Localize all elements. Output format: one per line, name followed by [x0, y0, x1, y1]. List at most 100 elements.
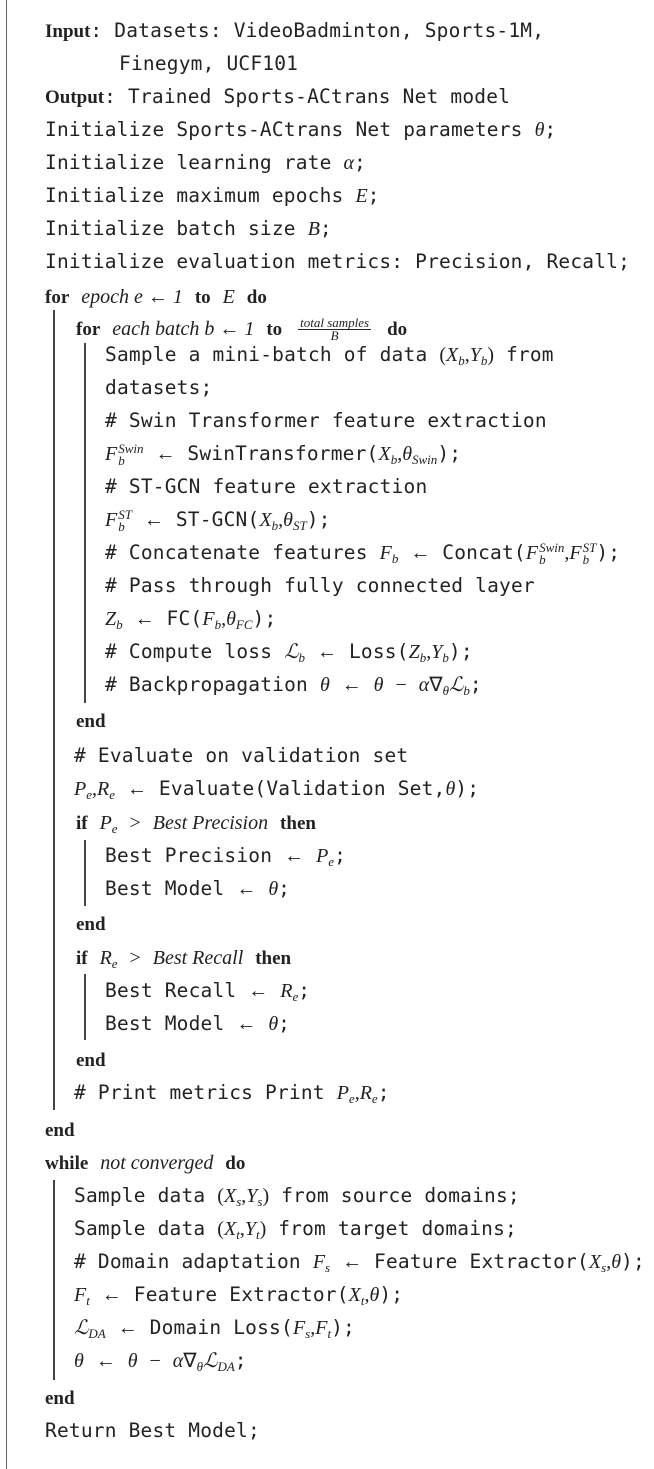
- stgcn-comment: # ST-GCN feature extraction: [105, 475, 428, 498]
- if-recall-line: if Re > Best Recall then: [76, 947, 292, 971]
- best-precision-text: Best Precision: [105, 844, 273, 867]
- eval-comment: # Evaluate on validation set: [74, 744, 409, 767]
- for-keyword-inner: for: [76, 319, 101, 340]
- best-model-line-2: Best Model ← θ;: [105, 1012, 291, 1035]
- fc-comment: # Pass through fully connected layer: [105, 574, 535, 597]
- sample-source-tail: from source domains;: [281, 1184, 520, 1207]
- init-metrics-line: Initialize evaluation metrics: Precision…: [45, 245, 630, 278]
- eval-comment-line: # Evaluate on validation set: [74, 739, 408, 772]
- if-keyword-2: if: [76, 948, 88, 969]
- sample-batch-line: Sample a mini-batch of data (Xb,Yb) from: [105, 343, 554, 368]
- fraction-numerator: total samples: [298, 315, 372, 330]
- sample-batch-line-continued: datasets;: [105, 371, 212, 404]
- then-keyword: then: [280, 813, 316, 834]
- end-for-epoch-line: end: [45, 1113, 75, 1146]
- sample-batch-text: Sample a mini-batch of data: [105, 343, 428, 366]
- for-batch-condition: each batch b ← 1: [112, 318, 255, 340]
- concat-call: Concat(: [442, 541, 526, 564]
- if-keyword: if: [76, 813, 88, 834]
- theta-update-line: θ ← θ − α∇θℒDA;: [74, 1349, 247, 1374]
- do-keyword-inner: do: [387, 319, 408, 340]
- swin-comment-line: # Swin Transformer feature extraction: [105, 404, 547, 437]
- sample-target-tail: from target domains;: [278, 1217, 517, 1240]
- loss-call: Loss(: [348, 640, 409, 663]
- best-precision-condition: Best Precision: [152, 812, 269, 834]
- to-keyword-inner: to: [266, 319, 283, 340]
- init-params-text: Initialize Sports-ACtrans Net parameters: [45, 118, 523, 141]
- for-epoch-condition: epoch e ← 1: [81, 286, 183, 308]
- best-recall-text: Best Recall: [105, 979, 237, 1002]
- best-model-text-1: Best Model: [105, 877, 225, 900]
- init-batch-line: Initialize batch size B;: [45, 217, 332, 240]
- fc-call: FC(: [166, 607, 203, 630]
- end-if-precision-line: end: [76, 907, 106, 940]
- input-text: : Datasets: VideoBadminton, Sports-1M,: [90, 19, 545, 42]
- output-text: : Trained Sports-ACtrans Net model: [104, 85, 511, 108]
- output-keyword: Output: [45, 87, 105, 108]
- fc-comment-line: # Pass through fully connected layer: [105, 569, 535, 602]
- best-model-text-2: Best Model: [105, 1012, 225, 1035]
- for-keyword: for: [45, 287, 70, 308]
- for-epoch-line: for epoch e ← 1 to E do: [45, 286, 267, 308]
- backprop-comment: # Backpropagation: [105, 673, 308, 696]
- input-line: Input: Datasets: VideoBadminton, Sports-…: [45, 14, 544, 47]
- then-keyword-2: then: [255, 948, 292, 969]
- domain-comment: # Domain adaptation: [74, 1250, 301, 1273]
- if-precision-scope-bar: [84, 840, 86, 906]
- domain-adapt-line: # Domain adaptation Fs ← Feature Extract…: [74, 1250, 645, 1275]
- end-keyword-while: end: [45, 1388, 75, 1409]
- return-text: Return Best Model;: [45, 1419, 260, 1442]
- stgcn-call: ST-GCN(: [175, 508, 260, 531]
- do-keyword-while: do: [225, 1153, 246, 1174]
- sample-target-text: Sample data: [74, 1217, 206, 1240]
- eval-call: Evaluate(Validation Set,: [158, 777, 446, 800]
- while-scope-bar: [53, 1180, 55, 1380]
- swin-call: SwinTransformer(: [187, 442, 379, 465]
- to-keyword: to: [194, 287, 211, 308]
- print-line: # Print metrics Print Pe,Re;: [74, 1081, 390, 1106]
- sample-source-text: Sample data: [74, 1184, 206, 1207]
- feat-call-target: Feature Extractor(: [133, 1283, 349, 1306]
- for-epoch-scope-bar: [53, 310, 55, 1110]
- input-keyword: Input: [45, 21, 91, 42]
- init-metrics-text: Initialize evaluation metrics: Precision…: [45, 250, 631, 273]
- end-if-recall-line: end: [76, 1043, 106, 1076]
- concat-comment: # Concatenate features: [105, 541, 368, 564]
- feat-call-source: Feature Extractor(: [374, 1250, 589, 1273]
- backprop-line: # Backpropagation θ ← θ − α∇θℒb;: [105, 673, 482, 698]
- for-batch-scope-bar: [84, 343, 86, 703]
- fc-line: Zb ← FC(Fb,θFC);: [105, 607, 277, 632]
- init-batch-text: Initialize batch size: [45, 217, 296, 240]
- loss-line: # Compute loss ℒb ← Loss(Zb,Yb);: [105, 640, 473, 665]
- while-keyword: while: [45, 1153, 89, 1174]
- input-line-continued: Finegym, UCF101: [119, 47, 298, 80]
- print-comment: # Print metrics Print: [74, 1081, 325, 1104]
- domain-loss-call: Domain Loss(: [149, 1316, 293, 1339]
- best-recall-line: Best Recall ← Re;: [105, 979, 311, 1004]
- left-frame-border: [6, 0, 7, 1469]
- init-epochs-text: Initialize maximum epochs: [45, 184, 344, 207]
- init-lr-line: Initialize learning rate α;: [45, 151, 366, 174]
- if-precision-line: if Pe > Best Precision then: [76, 812, 316, 836]
- domain-loss-line: ℒDA ← Domain Loss(Fs,Ft);: [74, 1316, 355, 1341]
- do-keyword: do: [246, 287, 267, 308]
- end-while-line: end: [45, 1381, 75, 1414]
- init-lr-text: Initialize learning rate: [45, 151, 332, 174]
- sample-batch-text-continued: datasets;: [105, 376, 213, 399]
- input-text-continued: Finegym, UCF101: [119, 52, 299, 75]
- eval-line: Pe,Re ← Evaluate(Validation Set,θ);: [74, 777, 480, 802]
- best-precision-line: Best Precision ← Pe;: [105, 844, 347, 869]
- sample-target-line: Sample data (Xt,Yt) from target domains;: [74, 1217, 517, 1242]
- end-keyword-for-epoch: end: [45, 1120, 75, 1141]
- while-line: while not converged do: [45, 1146, 245, 1179]
- swin-comment: # Swin Transformer feature extraction: [105, 409, 547, 432]
- end-keyword: end: [76, 711, 106, 732]
- fraction-denominator: B: [330, 328, 339, 343]
- stgcn-comment-line: # ST-GCN feature extraction: [105, 470, 427, 503]
- if-recall-scope-bar: [84, 974, 86, 1040]
- return-line: Return Best Model;: [45, 1414, 260, 1447]
- end-keyword-if-1: end: [76, 914, 106, 935]
